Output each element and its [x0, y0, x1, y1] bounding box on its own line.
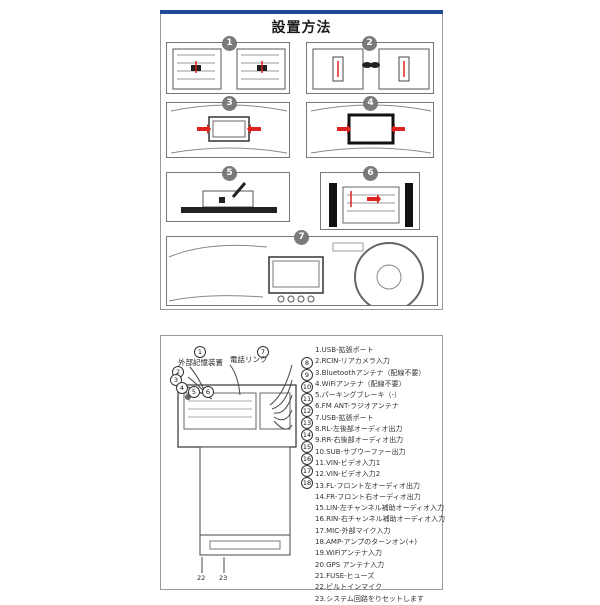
step-7-illustration	[168, 242, 424, 305]
legend-item-16: 16.RIN-右チャンネル補助オーディオ入力	[315, 515, 446, 524]
legend-item-19: 19.WiFiアンテナ入力	[315, 549, 383, 558]
step-4-panel	[306, 102, 434, 158]
step-2-badge: 2	[362, 36, 377, 51]
legend-item-6: 6.FM ANT-ラジオアンテナ	[315, 402, 399, 411]
connector-11-marker: 11	[301, 393, 313, 405]
legend-item-15: 15.LIN-左チャンネル補助オーディオ入力	[315, 504, 445, 513]
step-7-panel	[166, 236, 438, 306]
phone-link-label: 電話リンク	[230, 355, 268, 364]
connector-10-marker: 10	[301, 381, 313, 393]
connector-6-marker: 6	[202, 386, 214, 398]
connector-15-marker: 15	[301, 441, 313, 453]
legend-item-2: 2.RCIN-リアカメラ入力	[315, 357, 390, 366]
legend-item-10: 10.SUB-サブウーファー出力	[315, 447, 406, 456]
connector-9-marker: 9	[301, 369, 313, 381]
legend-item-9: 9.RR-右後部オーディオ出力	[315, 436, 404, 445]
legend-item-8: 8.RL-左後部オーディオ出力	[315, 425, 403, 434]
legend-item-3: 3.Bluetoothアンテナ（配線不要）	[315, 368, 426, 377]
legend-item-18: 18.AMP-アンプのターンオン(+)	[315, 538, 418, 547]
external-storage-label: 外部記憶装置	[178, 358, 223, 367]
step-5-illustration	[181, 182, 277, 213]
legend-item-14: 14.FR-フロント右オーディオ出力	[315, 492, 421, 501]
legend-item-7: 7.USB-拡張ポート	[315, 413, 374, 422]
connector-5-marker: 5	[188, 386, 200, 398]
legend-item-20: 20.GPS アンテナ入力	[315, 560, 385, 569]
step-2-illustration	[312, 48, 430, 90]
step-5-badge: 5	[222, 166, 237, 181]
step-6-badge: 6	[363, 166, 378, 181]
step-6-panel	[320, 172, 420, 230]
legend-item-1: 1.USB-拡張ポート	[315, 346, 374, 354]
connector-7-marker: 7	[257, 346, 269, 358]
connector-13-marker: 13	[301, 417, 313, 429]
legend-item-5: 5.パーキングブレーキ（-）	[315, 391, 401, 400]
step-4-illustration	[310, 104, 432, 154]
step-3-badge: 3	[222, 96, 237, 111]
connector-12-marker: 12	[301, 405, 313, 417]
step-4-badge: 4	[363, 96, 378, 111]
legend-item-22: 22.ビルトインマイク	[315, 583, 382, 592]
connector-8-marker: 8	[301, 357, 313, 369]
legend-item-17: 17.MIC-外部マイク入力	[315, 526, 391, 535]
step-7-badge: 7	[294, 230, 309, 245]
legend-item-11: 11.VIN-ビデオ入力1	[315, 458, 381, 467]
title-rule	[160, 10, 443, 14]
step-1-badge: 1	[222, 36, 237, 51]
connector-16-marker: 16	[301, 453, 313, 465]
step-6-illustration	[329, 183, 413, 227]
connector-4-marker: 4	[176, 382, 188, 394]
step-3-panel	[166, 102, 290, 158]
connector-22-marker: 22	[197, 574, 206, 582]
step-1-illustration	[172, 48, 286, 90]
connector-23-marker: 23	[219, 574, 228, 582]
step-3-illustration	[170, 104, 288, 154]
connector-17-marker: 17	[301, 465, 313, 477]
legend-item-4: 4.WiFiアンテナ（配線不要）	[315, 379, 406, 388]
wiring-legend: 1.USB-拡張ポート 2.RCIN-リアカメラ入力 3.Bluetoothアン…	[315, 345, 455, 605]
legend-item-21: 21.FUSE-ヒューズ	[315, 571, 375, 580]
page-title: 設置方法	[271, 20, 332, 36]
connector-14-marker: 14	[301, 429, 313, 441]
legend-item-23: 23.システム回路をりセットします	[315, 594, 424, 603]
wiring-illustration	[177, 364, 297, 573]
legend-item-12: 12.VIN-ビデオ入力2	[315, 470, 381, 479]
connector-18-marker: 18	[301, 477, 313, 489]
connector-1-marker: 1	[194, 346, 206, 358]
legend-item-13: 13.FL-フロント左オーディオ出力	[315, 481, 420, 490]
